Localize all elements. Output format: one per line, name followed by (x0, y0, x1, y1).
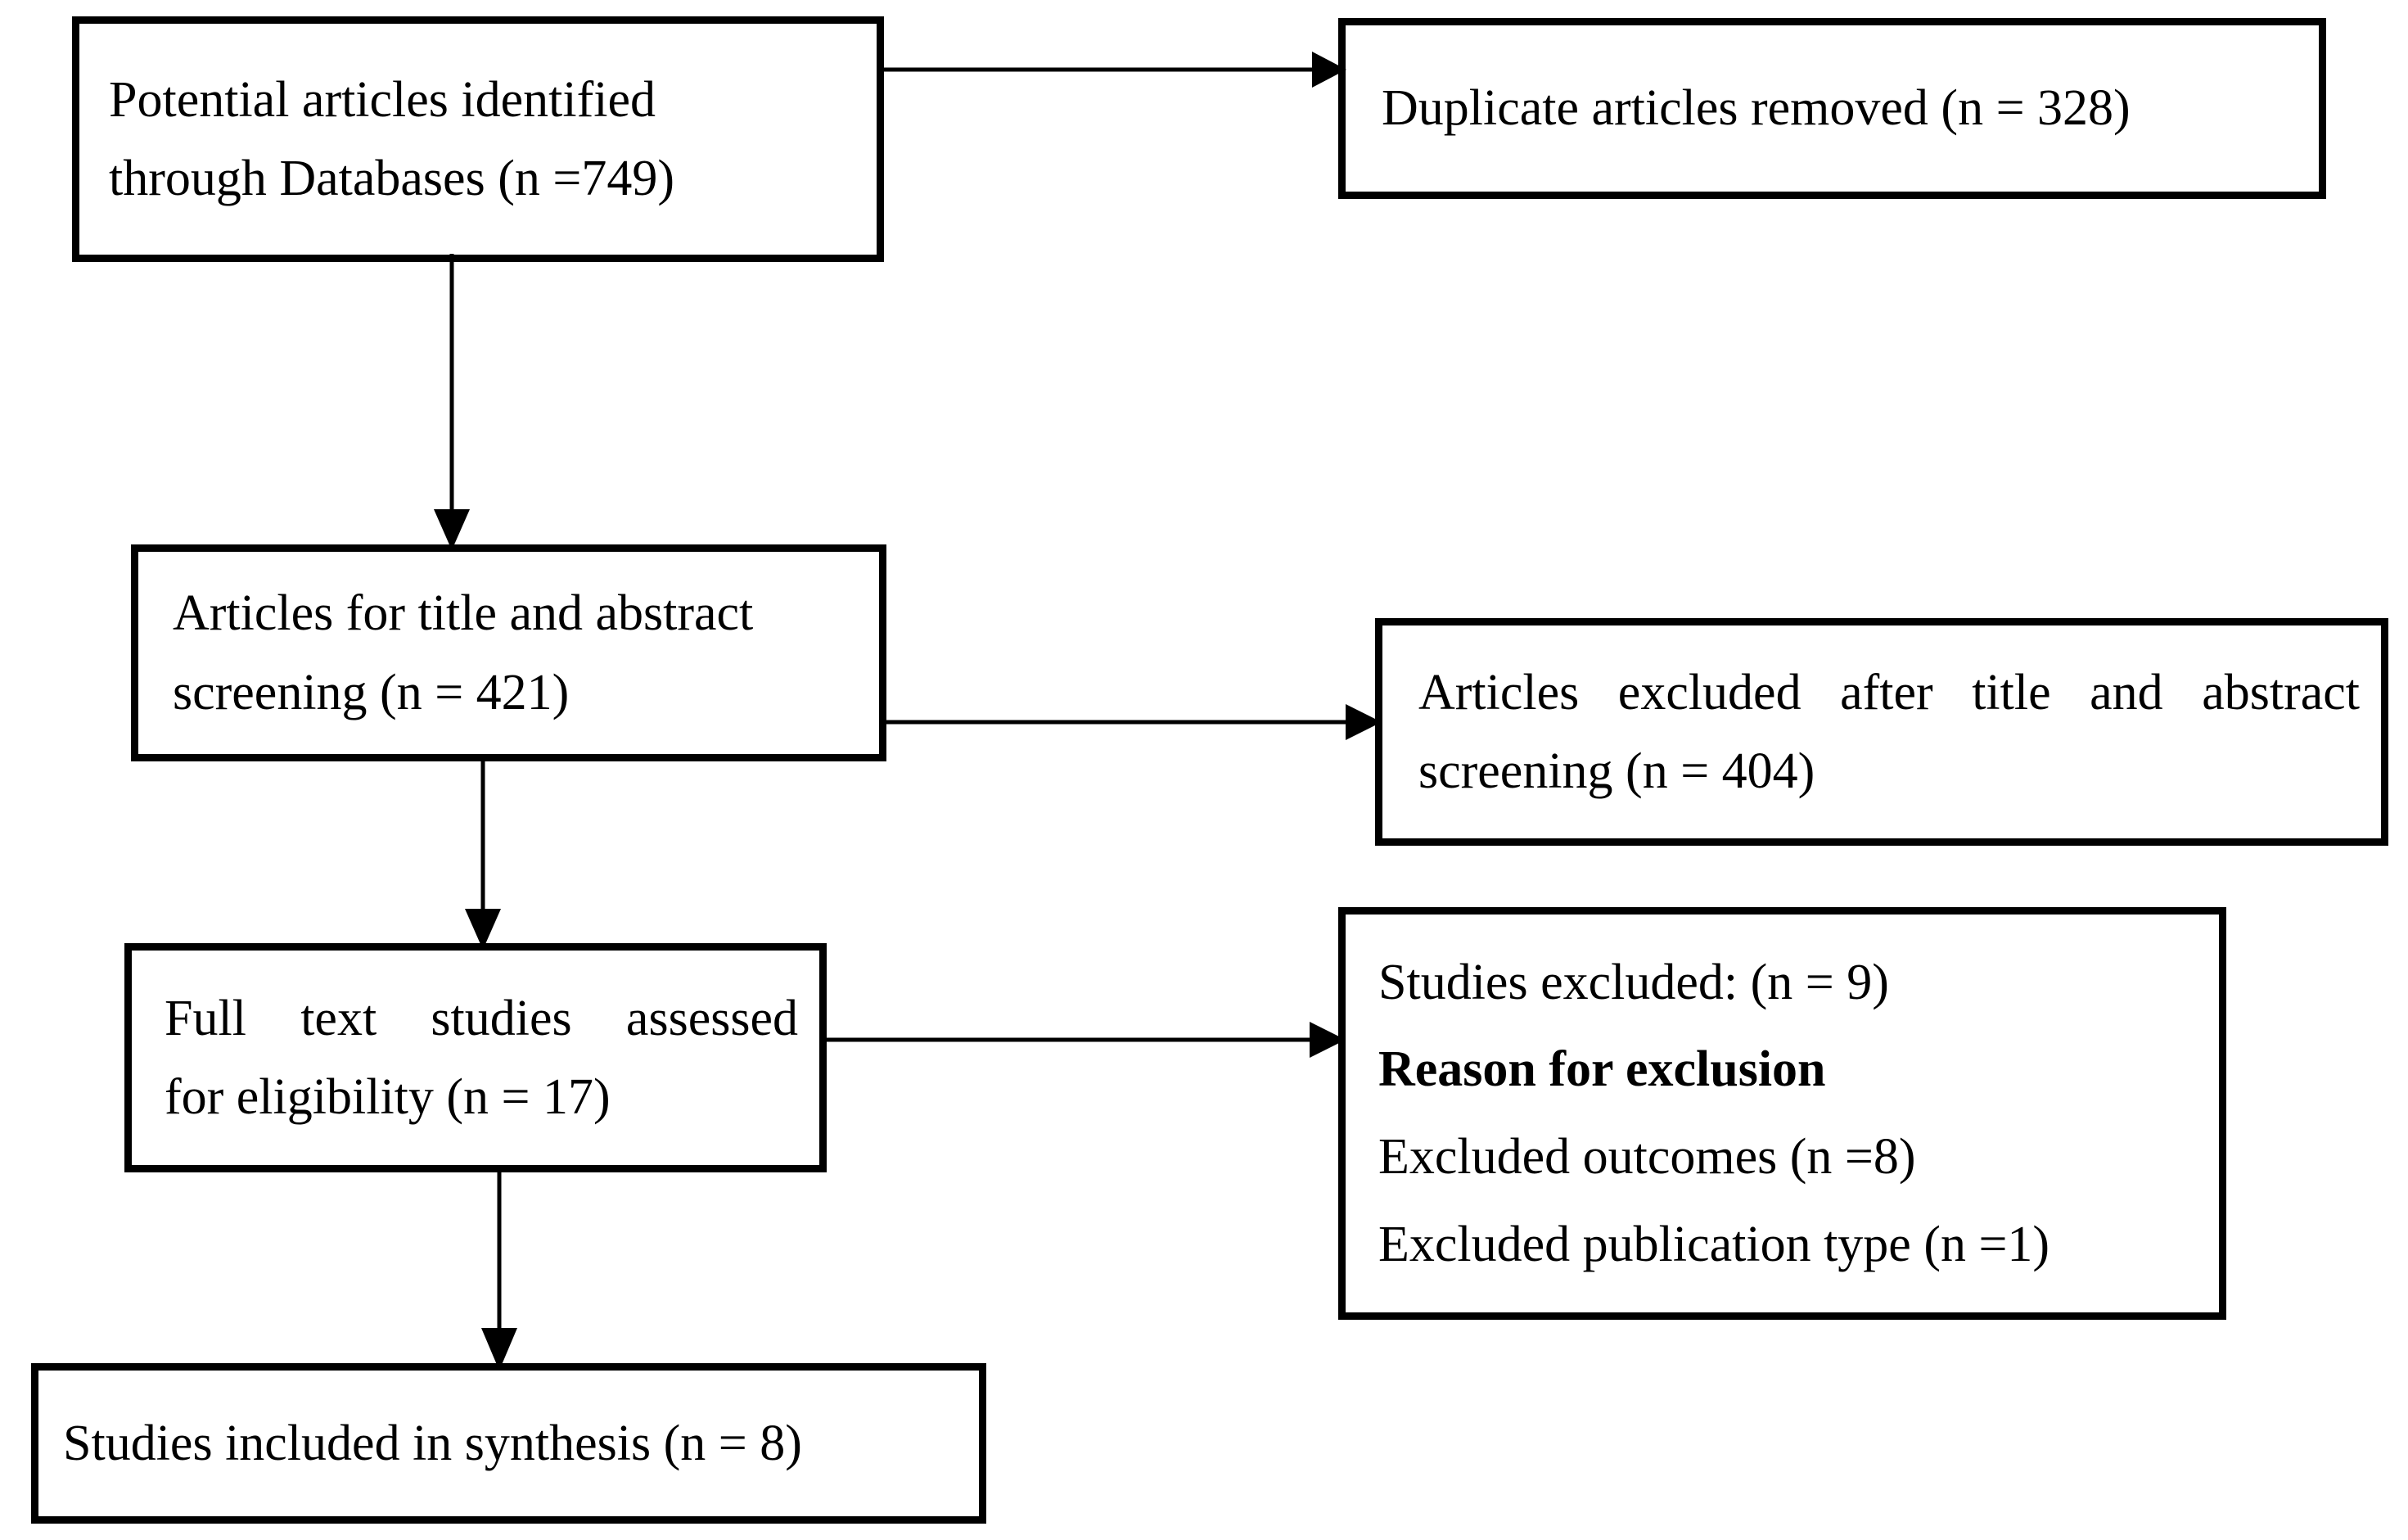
node-studies-included: Studies included in synthesis (n = 8) (31, 1363, 986, 1524)
node-line: screening (n = 404) (1418, 743, 1815, 799)
node-line: Studies included in synthesis (n = 8) (63, 1415, 802, 1471)
connector-screening-to-excluded-title-abstract (882, 698, 1382, 747)
node-excluded-title-abstract: Articles excluded after title and abstra… (1375, 618, 2388, 846)
node-excluded-with-reasons: Studies excluded: (n = 9) Reason for exc… (1338, 907, 2226, 1320)
node-line: for eligibility (n = 17) (165, 1069, 611, 1125)
node-line: Excluded publication type (n =1) (1378, 1216, 2050, 1272)
node-line: Duplicate articles removed (n = 328) (1382, 80, 2131, 137)
node-line-reason-heading: Reason for exclusion (1378, 1041, 1826, 1098)
connector-identified-to-duplicates (880, 45, 1346, 94)
connector-fulltext-to-included (475, 1166, 524, 1371)
connector-screening-to-fulltext (458, 755, 507, 950)
node-line: Articles for title and abstract (173, 585, 754, 642)
node-duplicates-removed: Duplicate articles removed (n = 328) (1338, 18, 2326, 199)
node-line: Potential articles identified (109, 71, 656, 128)
node-articles-identified: Potential articles identified through Da… (72, 16, 884, 262)
node-line: screening (n = 421) (173, 664, 570, 720)
node-line: through Databases (n =749) (109, 151, 674, 206)
connector-fulltext-to-excluded-reasons (822, 1015, 1346, 1064)
node-line: Excluded outcomes (n =8) (1378, 1129, 1916, 1185)
node-title-abstract-screening: Articles for title and abstract screenin… (131, 544, 886, 761)
node-line: Articles excluded after title and abstra… (1418, 664, 2360, 720)
node-line: Studies excluded: (n = 9) (1378, 954, 1889, 1010)
connector-identified-to-screening (427, 254, 476, 550)
node-fulltext-assessed: Full text studies assessed for eligibili… (124, 943, 827, 1172)
node-line: Full text studies assessed (165, 990, 798, 1046)
